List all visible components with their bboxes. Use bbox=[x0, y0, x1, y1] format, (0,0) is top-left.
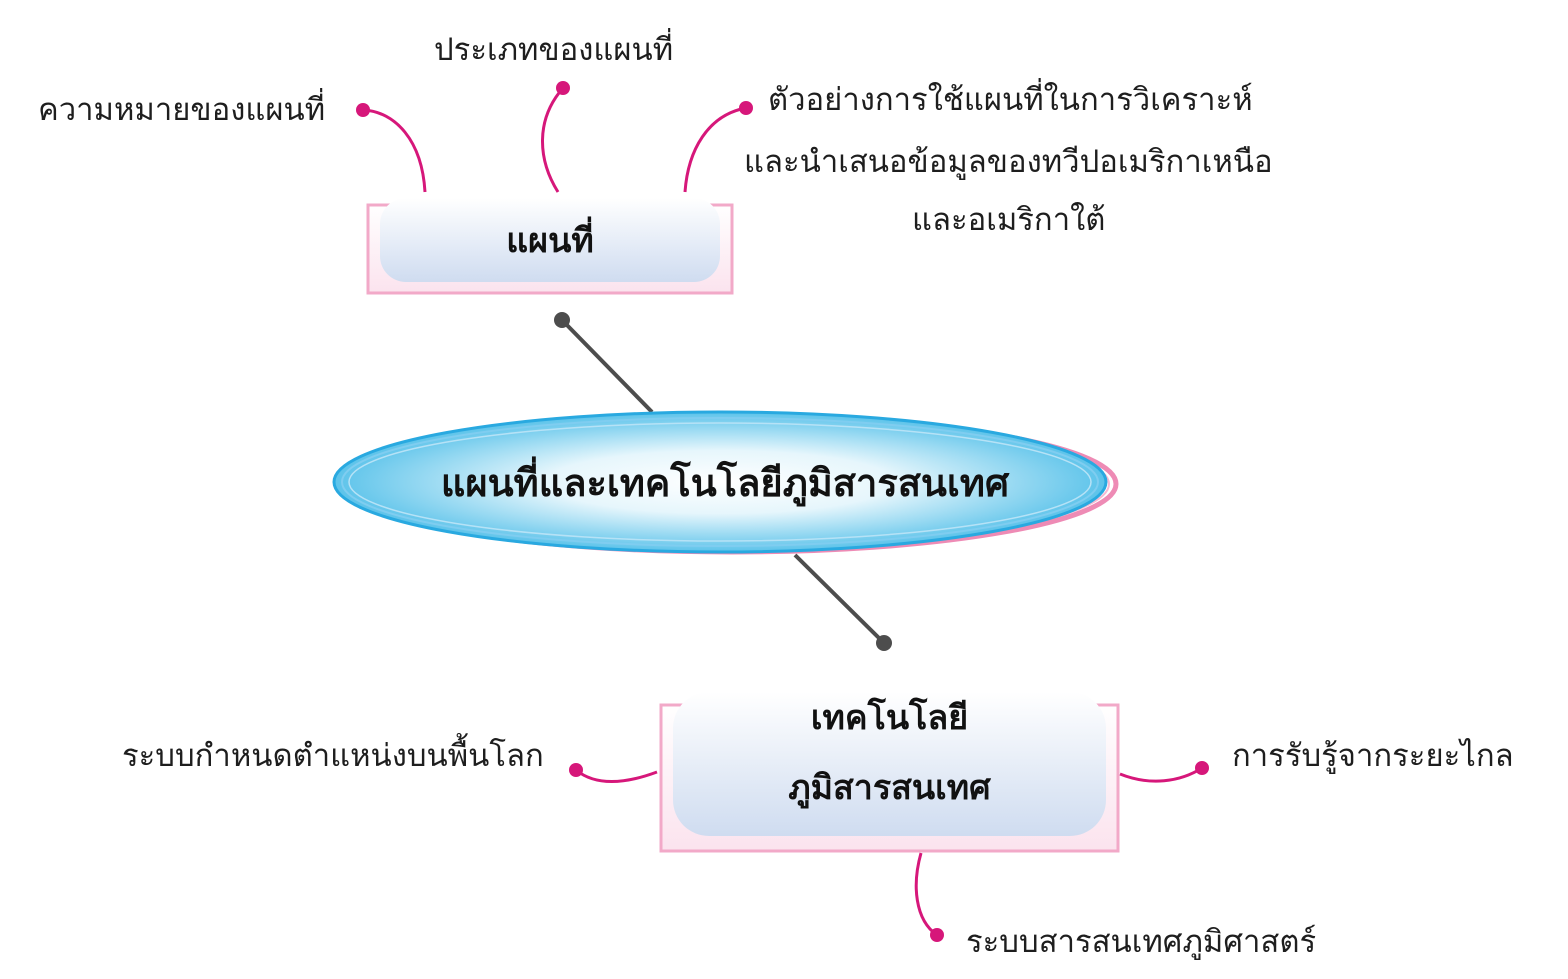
maps-title: แผนที่ bbox=[506, 221, 594, 261]
tech-box bbox=[659, 692, 1120, 853]
connector-maps bbox=[554, 312, 654, 414]
label-meaning: ความหมายของแผนที่ bbox=[38, 92, 326, 128]
branch-meaning bbox=[356, 103, 427, 193]
tech-title-line1: เทคโนโลยี bbox=[810, 698, 969, 738]
maps-box bbox=[366, 198, 734, 295]
label-gps: ระบบกำหนดตำแหน่งบนพื้นโลก bbox=[122, 738, 544, 774]
branch-gps bbox=[569, 763, 658, 783]
branch-remote-sensing bbox=[1119, 761, 1209, 783]
label-example-line1: ตัวอย่างการใช้แผนที่ในการวิเคราะห์ bbox=[768, 82, 1253, 118]
connector-tech bbox=[793, 553, 892, 651]
tech-title-line2: ภูมิสารสนเทศ bbox=[788, 768, 991, 808]
branch-gis bbox=[914, 852, 944, 942]
center-title: แผนที่และเทคโนโลยีภูมิสารสนเทศ bbox=[440, 461, 1010, 505]
branch-types bbox=[541, 81, 570, 193]
label-types: ประเภทของแผนที่ bbox=[434, 32, 674, 68]
center-ellipse bbox=[332, 410, 1119, 555]
label-remote-sensing: การรับรู้จากระยะไกล bbox=[1232, 738, 1514, 774]
branch-example bbox=[683, 101, 753, 193]
label-example-line3: และอเมริกาใต้ bbox=[912, 202, 1106, 238]
label-example-line2: และนำเสนอข้อมูลของทวีปอเมริกาเหนือ bbox=[744, 144, 1273, 180]
label-gis: ระบบสารสนเทศภูมิศาสตร์ bbox=[966, 924, 1317, 960]
